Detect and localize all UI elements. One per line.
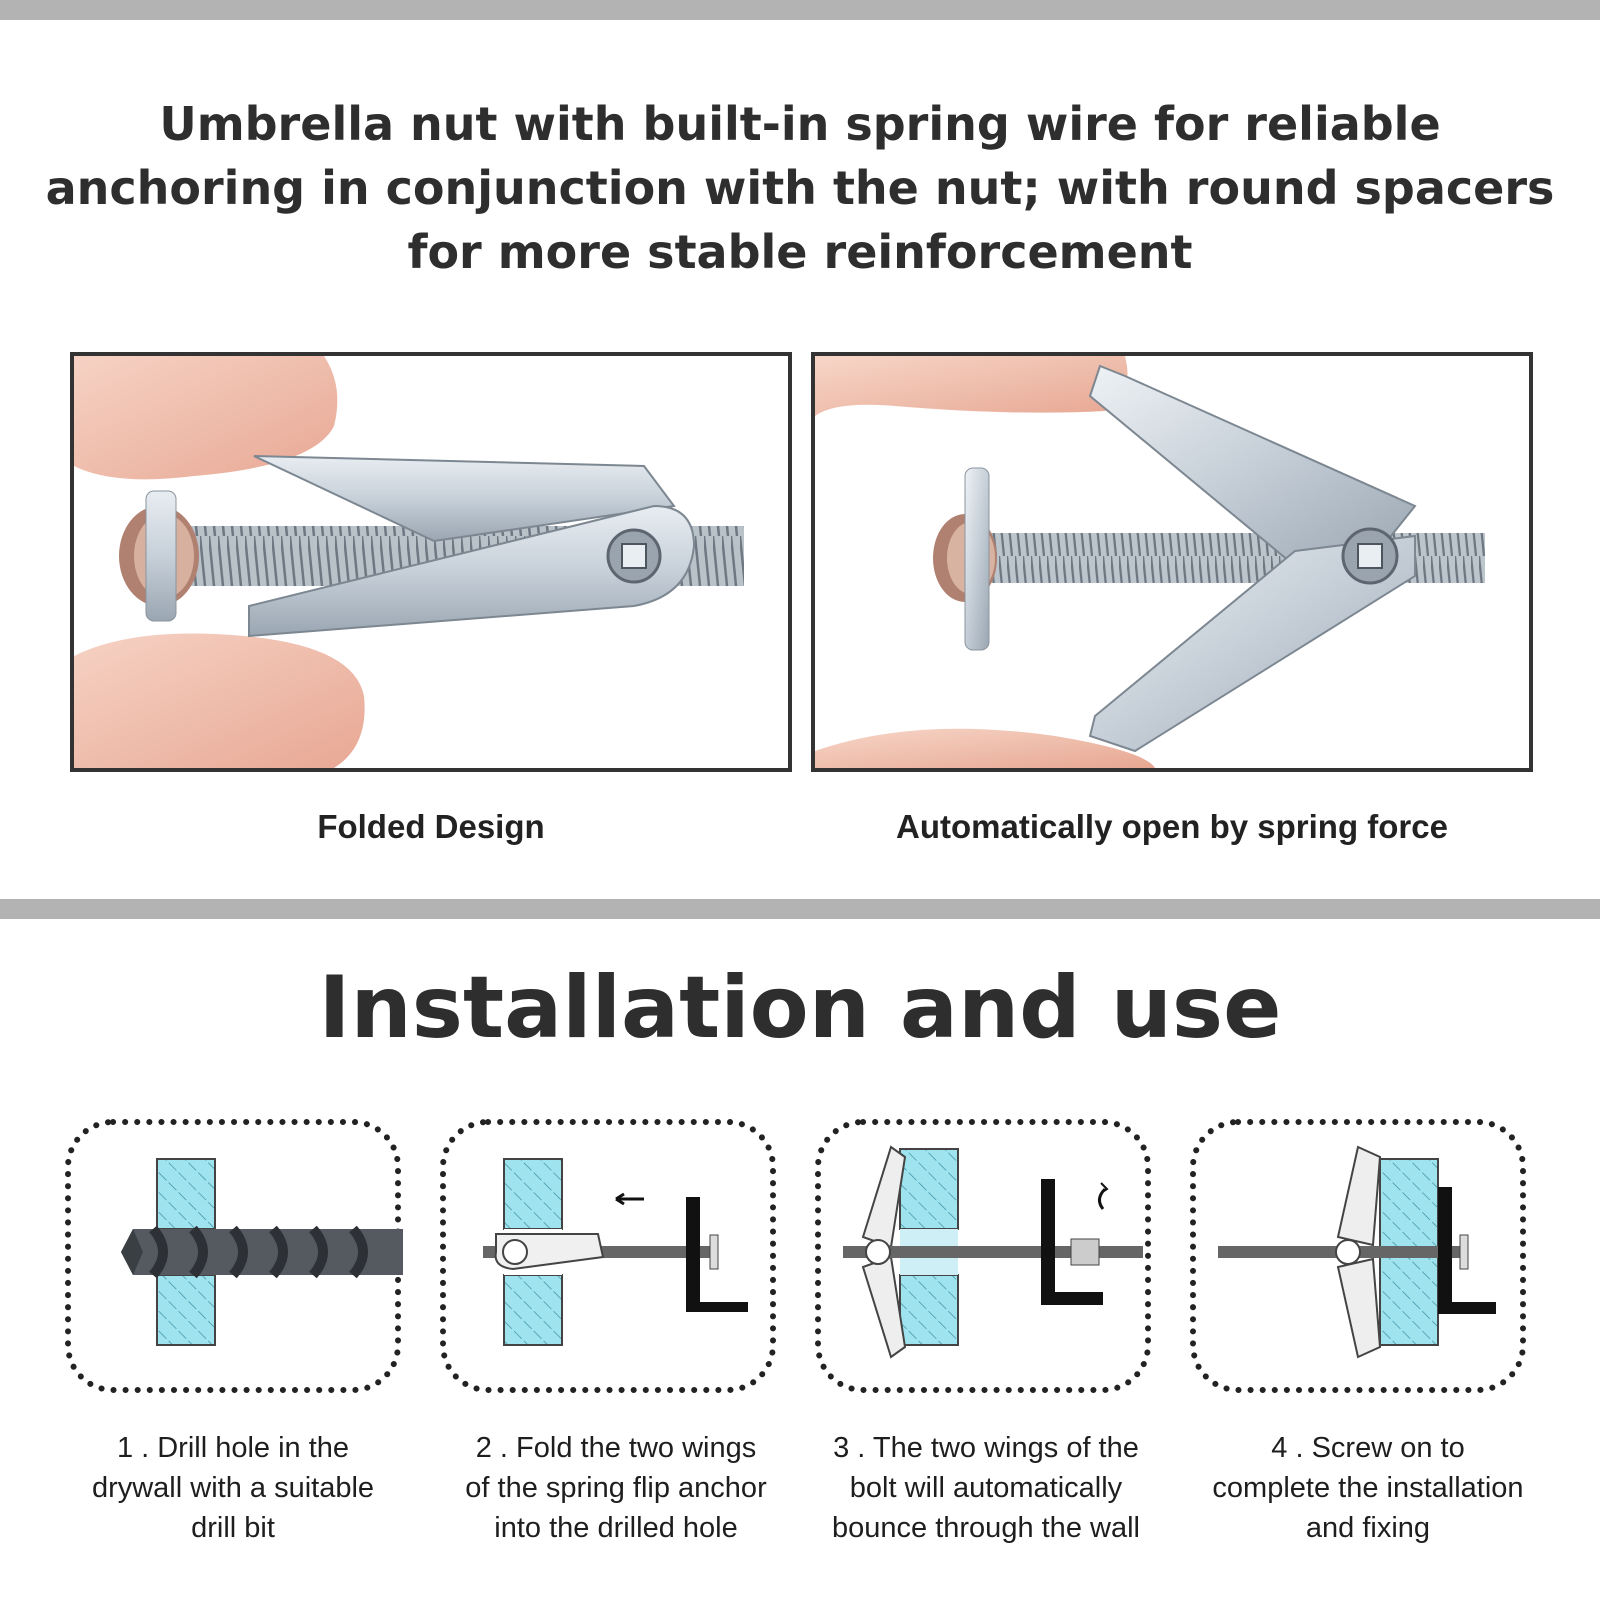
l-bracket-icon <box>1438 1187 1496 1314</box>
dotted-frame <box>1190 1119 1526 1393</box>
dotted-frame <box>815 1119 1151 1393</box>
wing-lower <box>861 1255 907 1359</box>
step-3-caption: 3 . The two wings of the bolt will autom… <box>832 1432 1140 1544</box>
folded-anchor-illustration <box>74 356 788 768</box>
step-4-caption: 4 . Screw on to complete the installatio… <box>1212 1432 1524 1544</box>
open-anchor-illustration <box>815 356 1529 768</box>
dotted-frame <box>440 1119 776 1393</box>
wall-upper <box>503 1158 563 1230</box>
headline: Umbrella nut with built-in spring wire f… <box>20 92 1580 284</box>
installation-title: Installation and use <box>318 958 1282 1058</box>
wall-lower <box>899 1274 959 1346</box>
wall-lower <box>156 1274 216 1346</box>
middle-divider <box>0 899 1600 919</box>
caption-folded-design: Folded Design <box>317 808 545 845</box>
wing-lower <box>1336 1257 1382 1359</box>
bolt-shaft <box>843 1246 1143 1258</box>
wall-lower <box>503 1274 563 1346</box>
step-2-caption: 2 . Fold the two wings of the spring fli… <box>465 1432 767 1544</box>
headline-line-2: anchoring in conjunction with the nut; w… <box>45 161 1555 215</box>
step-1-caption: 1 . Drill hole in the drywall with a sui… <box>91 1432 375 1544</box>
screwdriver-bit <box>1070 1238 1100 1266</box>
step-1-illustration <box>63 1117 403 1395</box>
step-3-illustration <box>813 1117 1153 1395</box>
wall-upper <box>156 1158 216 1230</box>
drill-bit-icon <box>121 1225 403 1279</box>
open-anchor-photo <box>811 352 1533 772</box>
wing-upper <box>1336 1145 1382 1247</box>
folded-anchor-photo <box>70 352 792 772</box>
l-bracket-icon <box>1041 1179 1103 1305</box>
headline-line-1: Umbrella nut with built-in spring wire f… <box>159 97 1441 151</box>
wing-upper <box>861 1145 907 1249</box>
caption-open-by-spring: Automatically open by spring force <box>896 808 1448 845</box>
step-2-illustration <box>438 1117 778 1395</box>
l-bracket-icon <box>686 1197 748 1312</box>
headline-line-3: for more stable reinforcement <box>407 225 1193 279</box>
step-4-illustration <box>1188 1117 1528 1395</box>
wall-upper <box>899 1148 959 1230</box>
top-divider <box>0 0 1600 20</box>
arrow-left-icon <box>615 1192 644 1206</box>
